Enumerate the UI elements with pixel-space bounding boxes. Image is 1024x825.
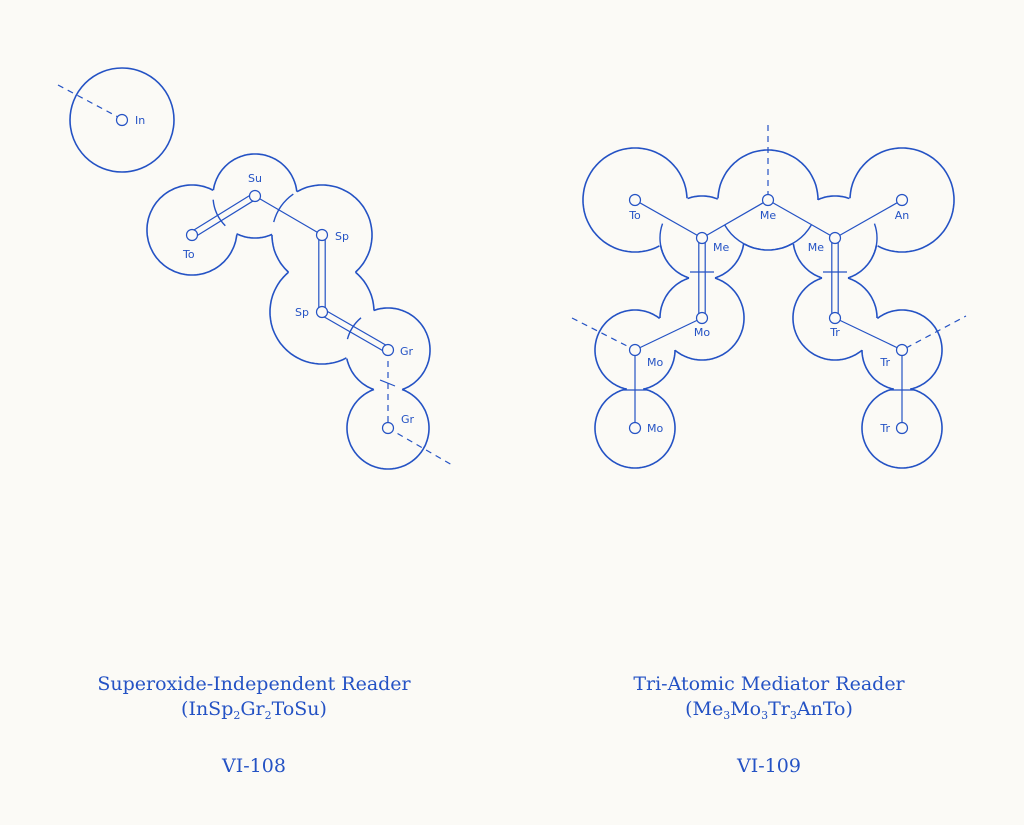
- bond-dashed: [57, 84, 119, 118]
- atom-node: [628, 193, 642, 207]
- atom-node: [628, 343, 642, 357]
- atom-node: [895, 421, 909, 435]
- atom-label: Me: [760, 209, 776, 222]
- molecular-surface: [582, 147, 688, 253]
- bond-double: [320, 314, 387, 354]
- atom-node: [895, 343, 909, 357]
- atom-label: Mo: [647, 356, 663, 369]
- bond-single: [634, 199, 703, 239]
- bond-single: [767, 199, 836, 239]
- bond-single: [634, 317, 703, 351]
- molecule-formula: (Me3Mo3Tr3AnTo): [685, 698, 853, 722]
- atom-node: [315, 228, 329, 242]
- molecule-name: Tri-Atomic Mediator Reader: [633, 673, 905, 695]
- atom-label: An: [895, 209, 910, 222]
- atom-label: Me: [808, 241, 824, 254]
- atom-node: [895, 193, 909, 207]
- caption-right: Tri-Atomic Mediator Reader (Me3Mo3Tr3AnT…: [559, 672, 979, 779]
- atom-node: [628, 421, 642, 435]
- atom-label: Gr: [400, 345, 414, 358]
- bond-single: [701, 199, 769, 239]
- bond-single: [834, 199, 903, 239]
- atom-node: [828, 311, 842, 325]
- molecular-surface: [849, 147, 955, 253]
- molecular-surface: [861, 309, 943, 390]
- bond-double: [193, 198, 258, 239]
- molecular-surface: [792, 277, 878, 361]
- atom-label: Tr: [879, 356, 890, 369]
- atom-label: In: [135, 114, 145, 127]
- atom-label: Me: [713, 241, 729, 254]
- molecule-formula: (InSp2Gr2ToSu): [181, 698, 327, 722]
- atom-node: [248, 189, 262, 203]
- molecular-surface: [659, 277, 745, 361]
- surface-seam: [273, 193, 294, 223]
- molecule-name: Superoxide-Independent Reader: [97, 673, 411, 695]
- molecular-surface: [594, 388, 676, 469]
- bond-dashed: [571, 317, 632, 349]
- atom-label: Gr: [401, 413, 415, 426]
- molecular-surface: [861, 388, 943, 469]
- bond-double: [323, 308, 390, 348]
- atom-node: [381, 343, 395, 357]
- bond-dashed: [387, 427, 453, 466]
- atom-node: [761, 193, 775, 207]
- molecular-surface: [346, 388, 430, 470]
- atom-label: Tr: [829, 326, 840, 339]
- atom-node: [115, 113, 129, 127]
- molecular-surface: [271, 184, 373, 273]
- molecular-surface: [146, 184, 238, 276]
- molecular-surface: [346, 307, 431, 391]
- atom-node: [381, 421, 395, 435]
- surface-seam: [724, 224, 760, 250]
- bond-single: [834, 317, 903, 351]
- atom-label: To: [628, 209, 641, 222]
- molecular-surface: [594, 309, 676, 390]
- surface-seam: [212, 199, 226, 227]
- molecular-surface: [212, 153, 298, 239]
- molecule-code: VI-108: [222, 755, 286, 777]
- surface-seam: [659, 223, 667, 260]
- atom-label: To: [182, 248, 195, 261]
- surface-seam: [346, 317, 362, 340]
- atom-node: [315, 305, 329, 319]
- atom-node: [185, 228, 199, 242]
- atom-sphere: [69, 67, 175, 173]
- bond-double: [189, 192, 254, 233]
- atom-node: [695, 231, 709, 245]
- molecule-code: VI-109: [737, 755, 801, 777]
- surface-seam: [870, 223, 878, 260]
- atom-label: Tr: [879, 422, 890, 435]
- atom-label: Mo: [694, 326, 710, 339]
- bond-single: [254, 195, 323, 236]
- atom-node: [695, 311, 709, 325]
- atom-node: [828, 231, 842, 245]
- atom-label: Sp: [335, 230, 349, 243]
- atom-label: Sp: [295, 306, 309, 319]
- atom-label: Su: [248, 172, 262, 185]
- atom-label: Mo: [647, 422, 663, 435]
- bond-dashed: [905, 315, 967, 349]
- caption-left: Superoxide-Independent Reader (InSp2Gr2T…: [44, 672, 464, 779]
- molecular-surface: [269, 271, 375, 365]
- surface-seam: [776, 224, 812, 250]
